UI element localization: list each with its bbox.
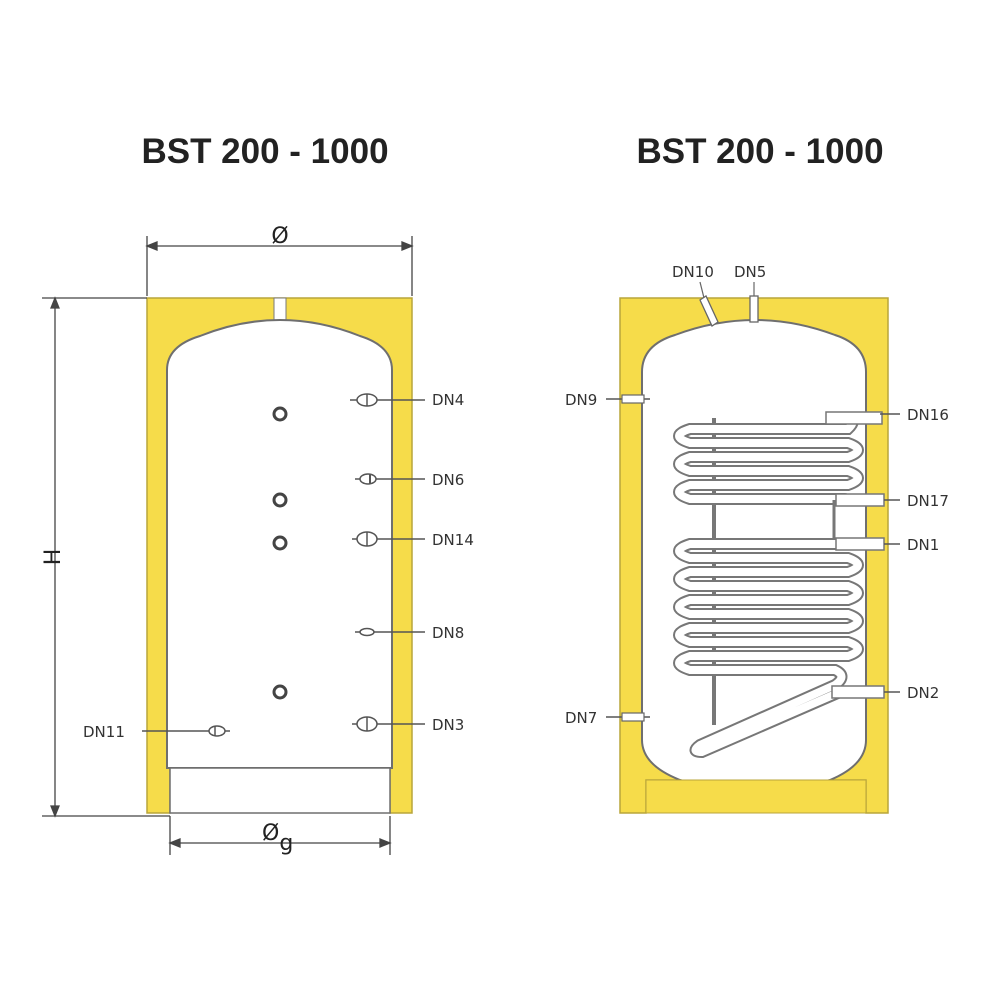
- label-dn16: DN16: [907, 406, 949, 424]
- dimension-diameter-g: [168, 816, 392, 855]
- label-dn8: DN8: [432, 624, 464, 642]
- label-dn2: DN2: [907, 684, 939, 702]
- label-dn1: DN1: [907, 536, 939, 554]
- dimension-diameter: [145, 236, 414, 296]
- right-diagram-title: BST 200 - 1000: [636, 132, 884, 171]
- connection-dn5: [749, 282, 759, 323]
- right-tank-foot: [645, 779, 867, 814]
- connection-dn4: [350, 393, 425, 407]
- right-tank: DN10 DN5 DN9 DN16 DN17 DN1 DN2 DN7: [565, 263, 949, 814]
- connection-dn6: [355, 473, 425, 485]
- label-dn3: DN3: [432, 716, 464, 734]
- dimension-height: [42, 296, 170, 818]
- connection-dn8: [355, 627, 425, 637]
- label-dn9: DN9: [565, 391, 597, 409]
- connection-dn17: [835, 493, 900, 507]
- connection-dn10: [699, 281, 719, 327]
- connection-dn1: [835, 537, 900, 551]
- label-dn14: DN14: [432, 531, 474, 549]
- label-dn10: DN10: [672, 263, 714, 281]
- label-dn7: DN7: [565, 709, 597, 727]
- label-dn6: DN6: [432, 471, 464, 489]
- connection-dn14: [352, 531, 425, 547]
- diameter-g-label: Øg: [262, 821, 293, 856]
- connection-dn3: [352, 716, 425, 732]
- left-diagram-title: BST 200 - 1000: [141, 132, 389, 171]
- sensor-socket-1: [272, 406, 288, 422]
- connection-dn7: [606, 712, 650, 722]
- sensor-socket-3: [272, 535, 288, 551]
- connection-dn9: [606, 394, 650, 404]
- diameter-label: Ø: [271, 224, 288, 249]
- sensor-socket-4: [272, 684, 288, 700]
- label-dn17: DN17: [907, 492, 949, 510]
- left-tank: DN4 DN6 DN14 DN8 DN3 DN11 Ø H: [41, 224, 474, 856]
- connection-dn11: [142, 725, 230, 737]
- label-dn11: DN11: [83, 723, 125, 741]
- sensor-socket-2: [272, 492, 288, 508]
- label-dn5: DN5: [734, 263, 766, 281]
- connection-dn2: [831, 685, 900, 699]
- label-dn4: DN4: [432, 391, 464, 409]
- upper-heating-coil: [673, 411, 883, 505]
- left-top-port: [273, 297, 287, 321]
- left-tank-foot: [169, 767, 391, 814]
- lower-heating-coil: [673, 538, 864, 759]
- height-label: H: [41, 549, 66, 566]
